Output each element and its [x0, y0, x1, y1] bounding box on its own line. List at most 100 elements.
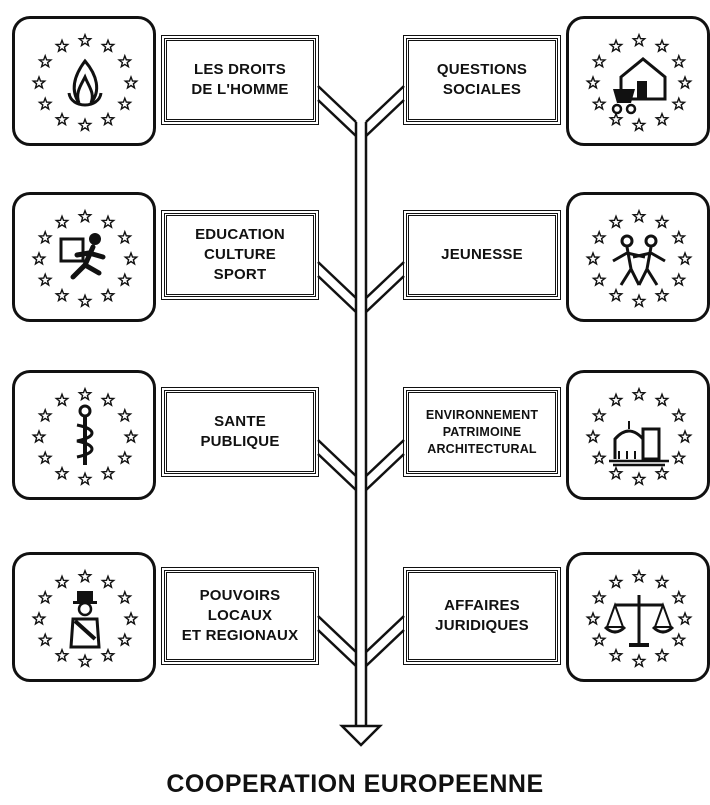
topic-human-rights: LES DROITS DE L'HOMME	[161, 35, 319, 125]
star-icon	[117, 589, 133, 605]
pictogram	[603, 595, 675, 647]
star-icon	[117, 229, 133, 245]
star-icon	[100, 214, 116, 229]
star-icon	[54, 214, 70, 229]
star-icon	[31, 611, 47, 626]
star-icon	[77, 386, 93, 402]
star-icon	[77, 32, 93, 48]
emblem-environment	[566, 370, 710, 500]
emblem-social	[566, 16, 710, 146]
mayor-icon	[31, 568, 139, 668]
two-children-icon	[585, 208, 693, 308]
topic-youth: JEUNESSE	[403, 210, 561, 300]
star-icon	[591, 272, 607, 287]
star-icon	[54, 392, 70, 407]
star-icon	[31, 75, 47, 90]
star-icon	[671, 407, 687, 423]
pictogram	[611, 57, 667, 115]
star-icon	[117, 53, 133, 69]
star-icon	[631, 386, 647, 402]
star-icon	[671, 450, 687, 465]
star-icon	[608, 392, 624, 407]
star-icon	[37, 407, 53, 423]
star-icon	[631, 32, 647, 48]
topic-legal: AFFAIRES JURIDIQUES	[403, 567, 561, 665]
star-icon	[54, 38, 70, 53]
star-icon	[585, 611, 601, 626]
star-icon	[631, 568, 647, 584]
star-icon	[117, 632, 133, 647]
star-icon	[37, 96, 53, 111]
star-icon	[37, 229, 53, 245]
star-icon	[677, 251, 693, 266]
star-icon	[585, 251, 601, 266]
star-icon	[631, 208, 647, 224]
star-icon	[631, 653, 647, 668]
star-icon	[77, 208, 93, 224]
star-icon	[123, 611, 139, 626]
pictogram	[609, 421, 669, 467]
star-icon	[37, 272, 53, 287]
emblem-human-rights	[12, 16, 156, 146]
star-icon	[654, 111, 670, 127]
star-icon	[677, 75, 693, 90]
arrow-head	[338, 724, 384, 747]
star-icon	[671, 589, 687, 605]
star-icon	[117, 96, 133, 111]
star-icon	[591, 407, 607, 423]
emblem-education	[12, 192, 156, 322]
star-icon	[31, 429, 47, 444]
footer-title: COOPERATION EUROPEENNE	[166, 770, 544, 798]
star-icon	[671, 272, 687, 287]
flame-icon	[31, 32, 139, 132]
star-icon	[585, 75, 601, 90]
star-icon	[654, 287, 670, 303]
star-icon	[591, 450, 607, 465]
star-icon	[37, 632, 53, 647]
star-icon	[100, 111, 116, 127]
star-icon	[585, 429, 601, 444]
star-icon	[654, 214, 670, 229]
star-icon	[608, 465, 624, 481]
topic-local-powers: POUVOIRS LOCAUX ET REGIONAUX	[161, 567, 319, 665]
emblem-health	[12, 370, 156, 500]
star-icon	[591, 53, 607, 69]
star-icon	[654, 38, 670, 53]
star-icon	[100, 287, 116, 303]
star-icon	[608, 287, 624, 303]
star-icon	[77, 568, 93, 584]
star-icon	[631, 117, 647, 132]
star-icon	[591, 96, 607, 111]
star-icon	[77, 293, 93, 308]
star-icon	[31, 251, 47, 266]
topic-health: SANTE PUBLIQUE	[161, 387, 319, 477]
star-icon	[117, 407, 133, 423]
topic-environment: ENVIRONNEMENT PATRIMOINE ARCHITECTURAL	[403, 387, 561, 477]
running-figure-icon	[31, 208, 139, 308]
pictogram	[612, 234, 666, 286]
star-icon	[77, 117, 93, 132]
pictogram	[76, 404, 94, 465]
star-icon	[54, 287, 70, 303]
star-icon	[591, 632, 607, 647]
topic-education: EDUCATION CULTURE SPORT	[161, 210, 319, 300]
star-icon	[671, 96, 687, 111]
star-icon	[671, 53, 687, 69]
caduceus-icon	[31, 386, 139, 486]
star-icon	[654, 647, 670, 663]
star-icon	[100, 647, 116, 663]
star-icon	[100, 38, 116, 53]
star-icon	[37, 53, 53, 69]
star-icon	[37, 450, 53, 465]
star-icon	[677, 611, 693, 626]
star-icon	[608, 647, 624, 663]
topic-social: QUESTIONS SOCIALES	[403, 35, 561, 125]
star-icon	[100, 574, 116, 589]
star-icon	[671, 229, 687, 245]
star-icon	[591, 229, 607, 245]
star-icon	[37, 589, 53, 605]
star-icon	[608, 38, 624, 53]
star-icon	[100, 392, 116, 407]
star-icon	[123, 75, 139, 90]
